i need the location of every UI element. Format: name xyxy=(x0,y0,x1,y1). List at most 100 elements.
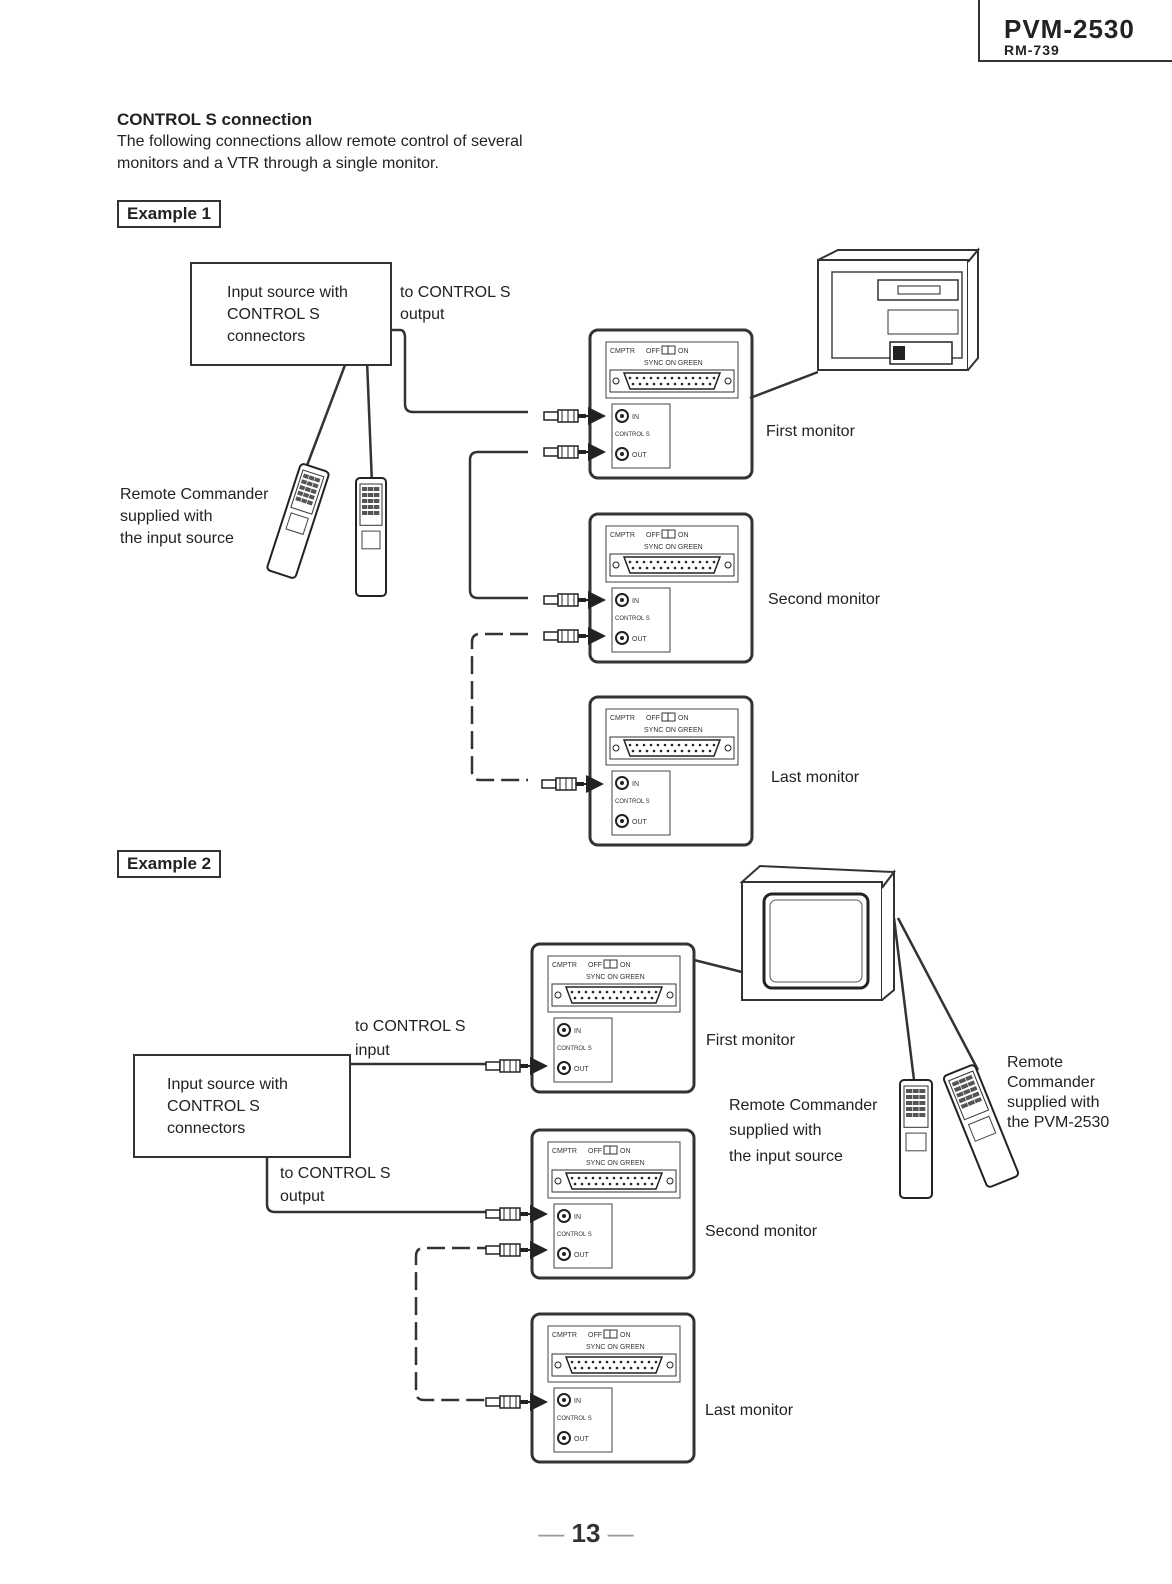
ex1-plug-first-out xyxy=(543,443,606,461)
ex2-ir-beam-1 xyxy=(892,917,916,1081)
ex1-remote-commander-2 xyxy=(355,477,387,597)
ex2-plug-last-in xyxy=(485,1393,548,1411)
control-s-label: CONTROL S xyxy=(615,616,650,622)
page-number-value: 13 xyxy=(571,1518,601,1548)
ex2-remote-input-source xyxy=(899,1079,933,1199)
arrow-head xyxy=(588,407,606,425)
arrow-head xyxy=(588,443,606,461)
ex1-source-line-1: Input source with xyxy=(227,284,348,301)
intro-line-1: The following connections allow remote c… xyxy=(117,133,523,150)
monitor-rear-view xyxy=(817,247,981,371)
ex2-cable-2-to-last xyxy=(414,1246,520,1402)
ex2-remote-pvm xyxy=(942,1064,1020,1188)
ex2-output-label-2: output xyxy=(280,1188,325,1205)
ex2-first-monitor-label: First monitor xyxy=(706,1032,795,1049)
ex1-second-monitor-panel: CMPTR OFF ON SYNC ON GREEN IN CONTROL S OUT xyxy=(588,512,754,664)
ex1-remote-commander-1 xyxy=(266,463,330,579)
on-label: ON xyxy=(678,532,689,539)
on-label: ON xyxy=(678,715,689,722)
ex1-monitor-leader xyxy=(749,370,819,400)
ex1-source-line-3: connectors xyxy=(227,328,306,345)
ex2-remote-pvm-line-4: the PVM-2530 xyxy=(1007,1114,1110,1131)
on-label: ON xyxy=(678,348,689,355)
ex1-source-line-2: CONTROL S xyxy=(227,306,320,323)
model-sub-number: RM-739 xyxy=(1004,42,1060,58)
ex1-remote-line-2: supplied with xyxy=(120,508,213,525)
page-number: — 13 — xyxy=(538,1518,634,1548)
ex2-remote-src-line-1: Remote Commander xyxy=(729,1097,878,1114)
out-label: OUT xyxy=(574,1066,590,1073)
ex1-plug-last-in xyxy=(541,775,604,793)
control-s-label: CONTROL S xyxy=(557,1416,592,1422)
cmptr-label: CMPTR xyxy=(610,715,635,722)
arrow-head xyxy=(530,1241,548,1259)
monitor-front-view xyxy=(739,864,896,1001)
off-label: OFF xyxy=(588,1148,602,1155)
ex2-source-line-1: Input source with xyxy=(167,1076,288,1093)
on-label: ON xyxy=(620,1332,631,1339)
ex1-remote-line-3: the input source xyxy=(120,530,234,547)
ex2-plug-second-in xyxy=(485,1205,548,1223)
ex2-remote-pvm-line-1: Remote xyxy=(1007,1054,1064,1071)
section-heading: CONTROL S connection xyxy=(117,110,313,129)
sync-label: SYNC ON GREEN xyxy=(644,544,703,551)
ex2-ir-beam-2 xyxy=(896,917,980,1071)
ex1-cable-2-to-last xyxy=(470,632,528,782)
ex2-source-line-2: CONTROL S xyxy=(167,1098,260,1115)
dsub-connector xyxy=(622,372,722,390)
cmptr-label: CMPTR xyxy=(552,1148,577,1155)
arrow-head xyxy=(588,591,606,609)
ex1-remote-line-1: Remote Commander xyxy=(120,486,269,503)
cmptr-label: CMPTR xyxy=(610,532,635,539)
ex1-last-monitor-label: Last monitor xyxy=(771,769,860,786)
arrow-head xyxy=(586,775,604,793)
model-number: PVM-2530 xyxy=(1004,14,1135,44)
sync-label: SYNC ON GREEN xyxy=(586,1344,645,1351)
in-label: IN xyxy=(632,781,639,788)
out-label: OUT xyxy=(632,452,648,459)
ex1-plug-second-out xyxy=(543,627,606,645)
in-label: IN xyxy=(632,598,639,605)
dsub-connector xyxy=(622,739,722,757)
cmptr-label: CMPTR xyxy=(552,962,577,969)
ex1-output-label-1: to CONTROL S xyxy=(400,284,511,301)
monitor-panels: CMPTR OFF ON SYNC ON GREEN IN CONTROL S OUT CMP… xyxy=(530,328,754,1464)
ex1-second-monitor-label: Second monitor xyxy=(768,591,881,608)
cmptr-label: CMPTR xyxy=(552,1332,577,1339)
out-label: OUT xyxy=(632,819,648,826)
ex2-second-monitor-label: Second monitor xyxy=(705,1223,818,1240)
in-label: IN xyxy=(574,1214,581,1221)
ex2-remote-src-line-3: the input source xyxy=(729,1148,843,1165)
ex2-plug-first-out xyxy=(485,1057,548,1075)
off-label: OFF xyxy=(646,532,660,539)
on-label: ON xyxy=(620,1148,631,1155)
dsub-connector xyxy=(564,986,664,1004)
in-label: IN xyxy=(632,414,639,421)
on-label: ON xyxy=(620,962,631,969)
ex2-input-label-2: input xyxy=(355,1042,390,1059)
control-s-label: CONTROL S xyxy=(557,1232,592,1238)
example-2-input-source-box: Input source with CONTROL S connectors xyxy=(133,1054,351,1158)
arrow-head xyxy=(588,627,606,645)
control-s-label: CONTROL S xyxy=(557,1046,592,1052)
model-tag-box xyxy=(978,0,1172,62)
ex1-output-label-2: output xyxy=(400,306,445,323)
sync-label: SYNC ON GREEN xyxy=(586,1160,645,1167)
out-label: OUT xyxy=(632,636,648,643)
sync-label: SYNC ON GREEN xyxy=(644,360,703,367)
control-s-label: CONTROL S xyxy=(615,432,650,438)
ex1-output-cable xyxy=(388,328,528,414)
ex2-remote-pvm-line-3: supplied with xyxy=(1007,1094,1100,1111)
off-label: OFF xyxy=(646,348,660,355)
intro-line-2: monitors and a VTR through a single moni… xyxy=(117,155,439,172)
sync-label: SYNC ON GREEN xyxy=(586,974,645,981)
dsub-connector xyxy=(564,1356,664,1374)
dsub-connector xyxy=(622,556,722,574)
